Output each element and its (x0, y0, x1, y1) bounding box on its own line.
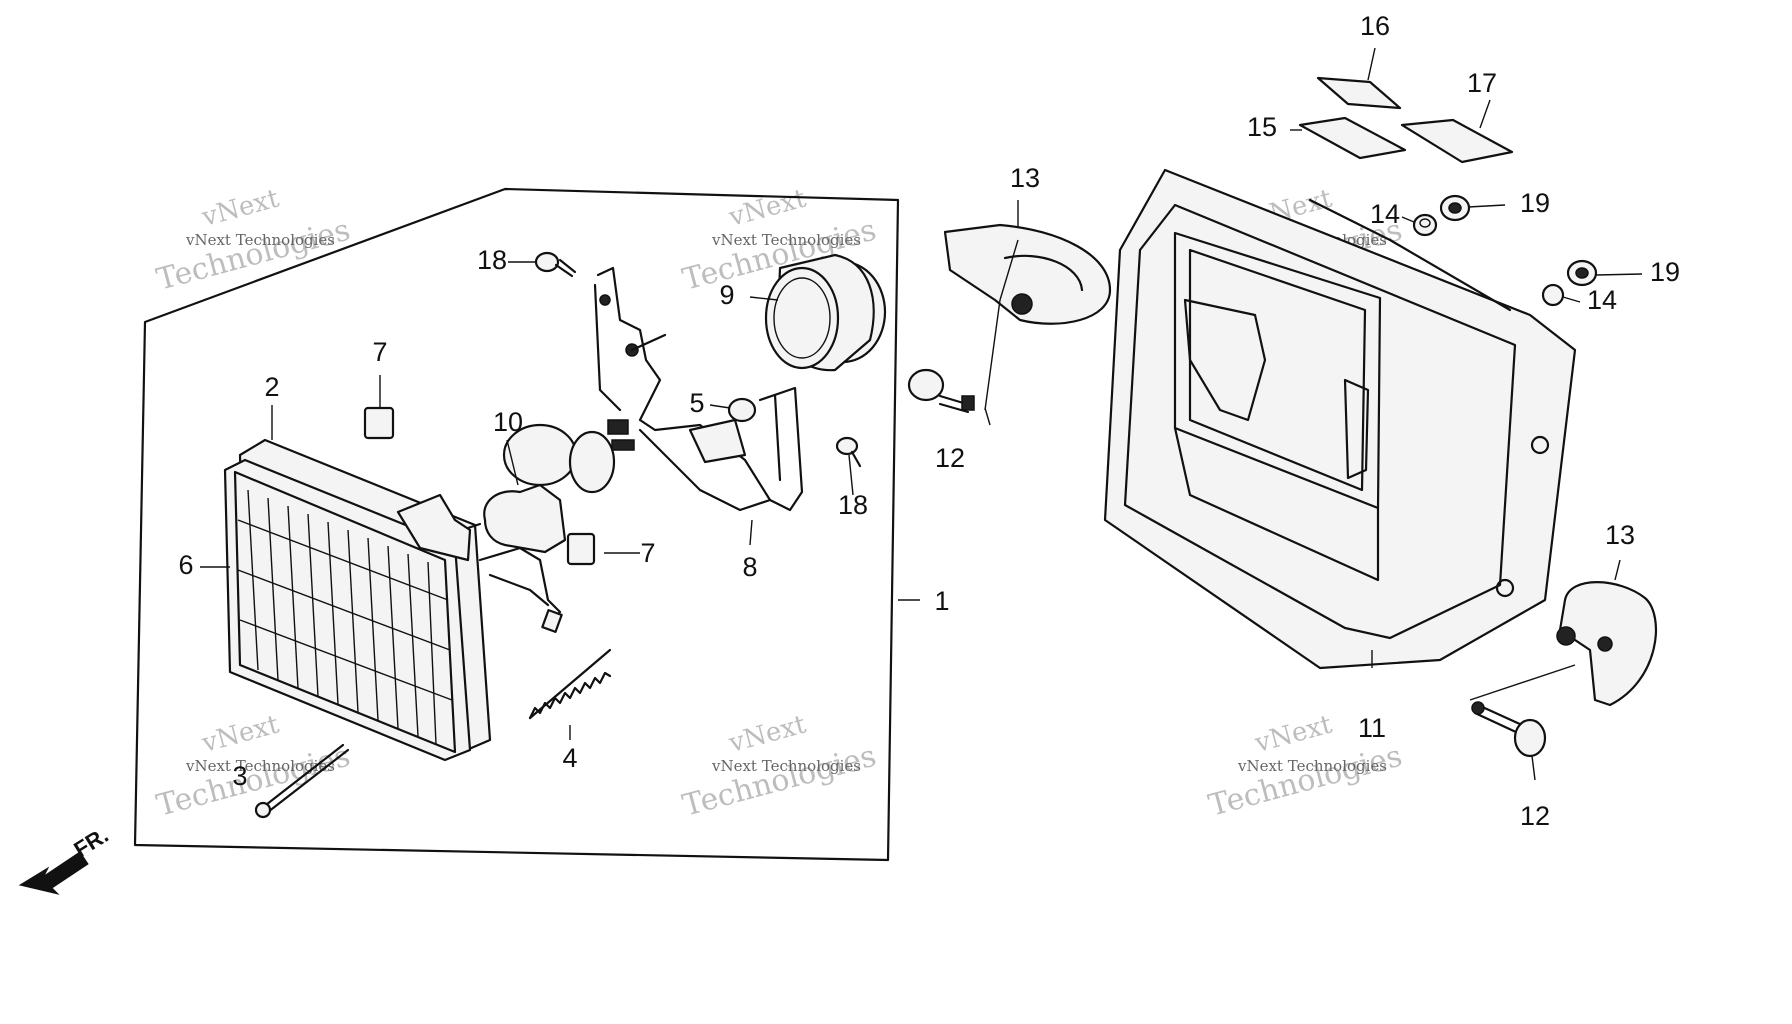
callout-15: 15 (1247, 112, 1277, 142)
leader-lines (200, 47, 1643, 781)
svg-text:vNext: vNext (725, 709, 810, 759)
collar-14-upper (1412, 213, 1438, 237)
callout-3: 3 (232, 761, 247, 791)
callout-12-left: 12 (935, 443, 965, 473)
screw-18-upper (534, 251, 577, 278)
nut-19-lower (1566, 259, 1598, 287)
label-16 (1316, 76, 1402, 110)
callout-14-upper: 14 (1370, 199, 1400, 229)
callout-18-upper: 18 (477, 245, 507, 275)
socket-cover (764, 253, 887, 372)
collar-14-lower (1541, 283, 1565, 307)
callout-17: 17 (1467, 68, 1497, 98)
bolt-12-right (1471, 701, 1547, 758)
nut-7-upper (363, 406, 395, 440)
label-17 (1400, 118, 1514, 164)
callout-9: 9 (719, 280, 734, 310)
watermark-1: vNext Technologies vNext Technologies (153, 183, 354, 297)
svg-text:vNext: vNext (1251, 709, 1336, 759)
nut-19-upper (1439, 194, 1471, 222)
svg-text:vNext Technologies: vNext Technologies (1237, 757, 1387, 775)
assembly-boundary (133, 187, 900, 862)
callout-12-right: 12 (1520, 801, 1550, 831)
adjust-screw-3 (254, 743, 350, 819)
watermark-4: vNext Technologies vNext Technologies (153, 709, 354, 823)
callout-19-lower: 19 (1650, 257, 1680, 287)
headlight-unit (223, 438, 563, 762)
callout-13-lower: 13 (1605, 520, 1635, 550)
svg-text:vNext Technologies: vNext Technologies (711, 757, 861, 775)
callout-7-lower: 7 (640, 538, 655, 568)
svg-text:vNext Technologies: vNext Technologies (711, 231, 861, 249)
callout-4: 4 (562, 743, 577, 773)
callout-10: 10 (493, 407, 523, 437)
label-15 (1298, 116, 1407, 160)
callout-14-lower: 14 (1587, 285, 1617, 315)
callout-6: 6 (178, 550, 193, 580)
front-direction-arrow-icon: FR. (18, 822, 113, 895)
callout-13-upper: 13 (1010, 163, 1040, 193)
callout-7-upper: 7 (372, 337, 387, 367)
headlight-case (1103, 168, 1577, 670)
callout-11: 11 (1358, 713, 1386, 743)
callout-1: 1 (934, 586, 949, 616)
svg-text:vNext: vNext (198, 709, 283, 759)
mounting-bracket (593, 266, 804, 512)
screw-18-lower (835, 436, 862, 468)
watermark-5: vNext Technologies vNext Technologies (679, 709, 880, 823)
bulb (466, 419, 635, 554)
svg-text:vNext Technologies: vNext Technologies (185, 231, 335, 249)
svg-text:vNext Technologies: vNext Technologies (185, 757, 335, 775)
callout-8: 8 (742, 552, 757, 582)
callout-2: 2 (264, 372, 279, 402)
callout-19-upper: 19 (1520, 188, 1550, 218)
svg-text:vNext: vNext (725, 183, 810, 233)
callout-5: 5 (689, 388, 704, 418)
spring-4 (528, 648, 612, 720)
svg-text:Technologies: Technologies (679, 739, 880, 824)
callout-16: 16 (1360, 11, 1390, 41)
callout-18-lower: 18 (838, 490, 868, 520)
svg-text:vNext: vNext (198, 183, 283, 233)
svg-text:Technologies: Technologies (153, 739, 354, 824)
grommet-5 (727, 397, 757, 423)
stay-13-upper (943, 223, 1112, 325)
stay-13-lower (1556, 581, 1657, 707)
svg-text:Technologies: Technologies (1205, 739, 1406, 824)
bolt-12-left (907, 368, 975, 414)
nut-7-lower (566, 532, 596, 566)
